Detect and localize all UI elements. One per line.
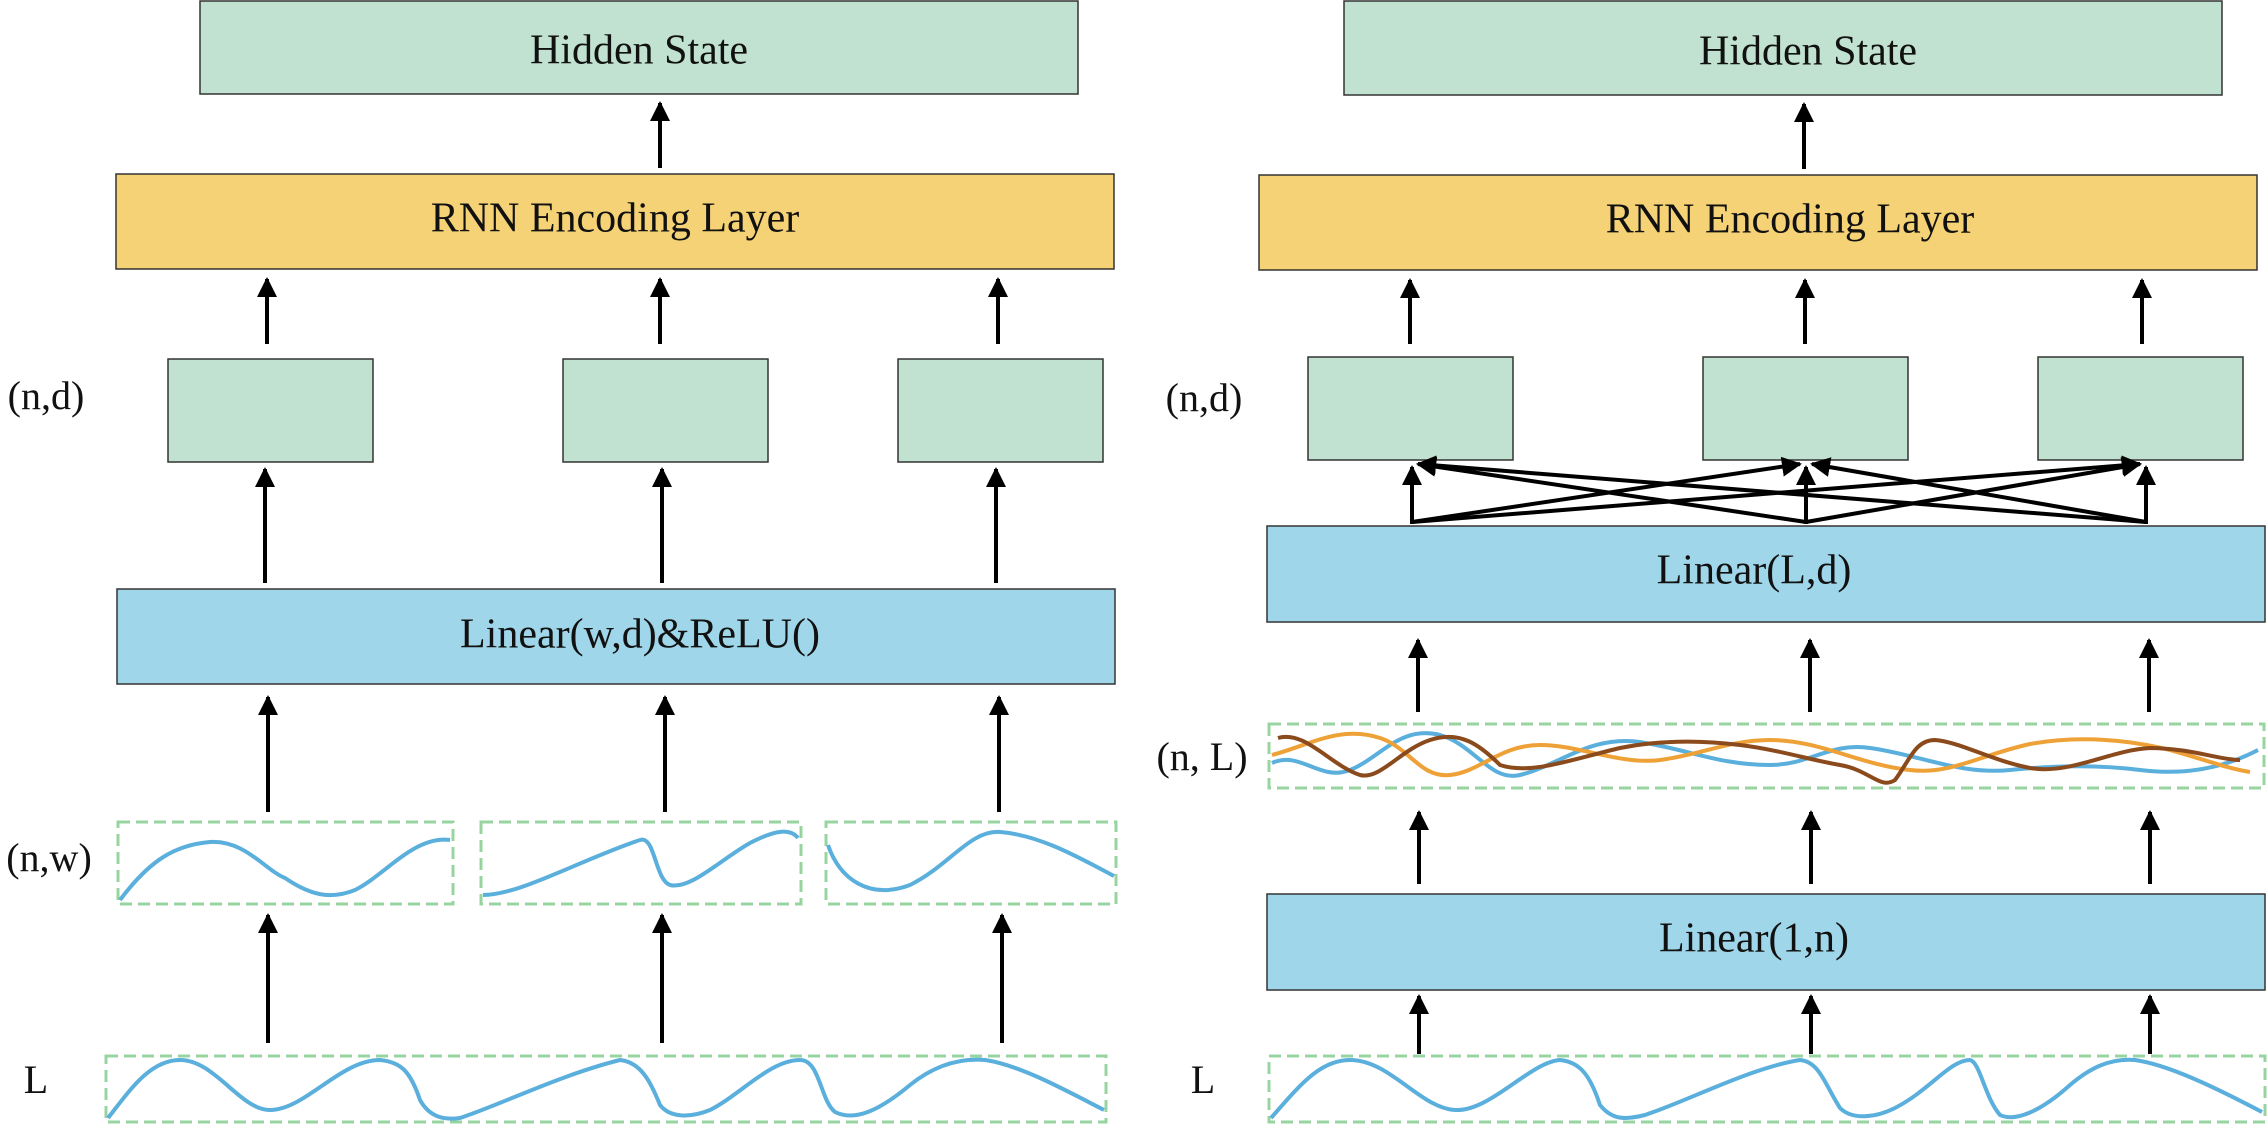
right-dim-L-label: L xyxy=(1191,1057,1215,1102)
left-dim-L-label: L xyxy=(24,1057,48,1102)
right-embedding-box-1 xyxy=(1307,356,1514,461)
right-channel-wave-orange xyxy=(1271,731,2251,778)
left-patch-wave-3 xyxy=(826,829,1115,892)
right-hidden-state-label: Hidden State xyxy=(1699,29,1917,75)
left-patch-wave-1 xyxy=(118,837,451,902)
right-rnn-encoding-label: RNN Encoding Layer xyxy=(1606,197,1975,243)
right-input-box xyxy=(1267,1054,2267,1124)
right-linear-1n-box xyxy=(1266,893,2266,991)
right-dim-nd-label: (n,d) xyxy=(1166,375,1243,420)
right-channel-wave-brown xyxy=(1277,734,2241,785)
right-multichannel-box xyxy=(1267,722,2266,790)
right-input-wave xyxy=(1269,1057,2263,1120)
left-embedding-box-1 xyxy=(167,358,374,463)
left-input-wave xyxy=(106,1057,1105,1121)
left-patch-box-2 xyxy=(479,820,803,906)
right-embedding-box-3 xyxy=(2037,356,2244,461)
left-dim-nd-label: (n,d) xyxy=(8,373,85,418)
left-diagram: Hidden State RNN Encoding Layer Linear(w… xyxy=(6,0,1118,1124)
left-hidden-state-box xyxy=(199,0,1079,95)
right-linear-Ld-box xyxy=(1266,525,2266,623)
right-channel-wave-blue xyxy=(1271,731,2259,778)
left-input-box xyxy=(104,1054,1108,1124)
right-linear-Ld-label: Linear(L,d) xyxy=(1657,548,1852,594)
right-mixing-connections xyxy=(1402,455,2156,524)
left-hidden-state-label: Hidden State xyxy=(530,28,748,74)
right-embedding-box-2 xyxy=(1702,356,1909,461)
left-dim-nw-label: (n,w) xyxy=(6,835,92,880)
right-linear-1n-label: Linear(1,n) xyxy=(1659,916,1849,962)
left-rnn-encoding-label: RNN Encoding Layer xyxy=(431,196,800,242)
left-patch-box-3 xyxy=(824,820,1118,906)
left-embedding-box-3 xyxy=(897,358,1104,463)
left-patch-box-1 xyxy=(116,820,455,906)
left-linear-relu-label: Linear(w,d)&ReLU() xyxy=(460,612,820,658)
left-patch-wave-2 xyxy=(482,829,800,897)
right-rnn-encoding-box xyxy=(1258,174,2258,271)
right-diagram: Hidden State RNN Encoding Layer Linear(L… xyxy=(1156,0,2267,1124)
right-dim-nL-label: (n, L) xyxy=(1156,734,1247,779)
right-hidden-state-box xyxy=(1343,0,2223,96)
left-linear-relu-box xyxy=(116,588,1116,685)
left-rnn-encoding-box xyxy=(115,173,1115,270)
left-embedding-box-2 xyxy=(562,358,769,463)
